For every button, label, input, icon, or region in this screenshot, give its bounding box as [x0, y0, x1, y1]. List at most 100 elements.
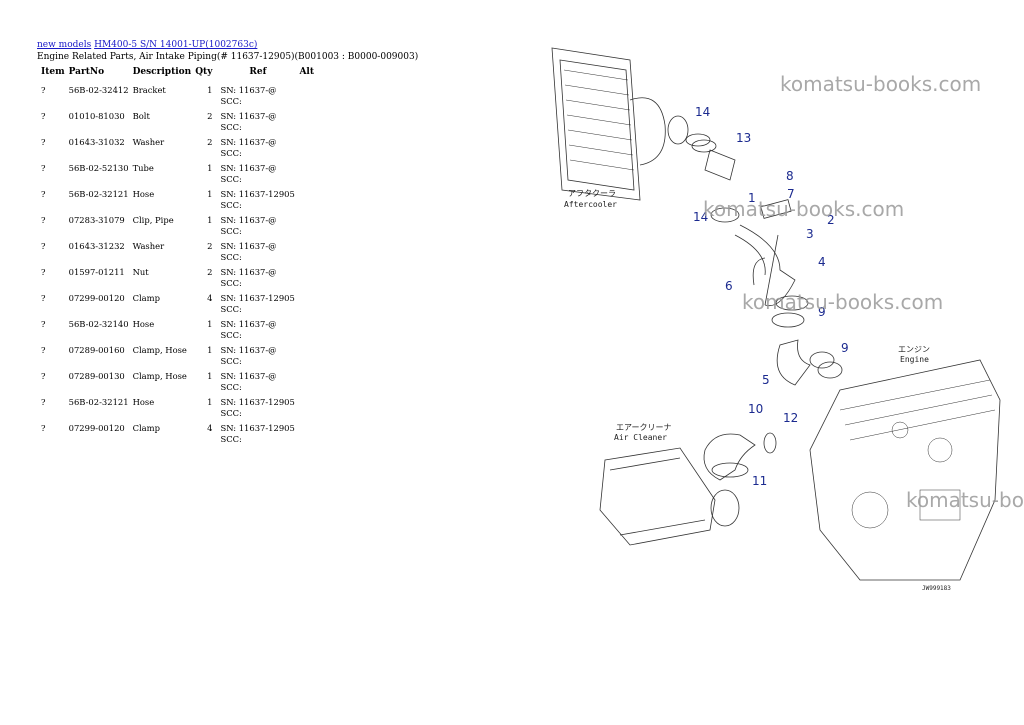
- parts-diagram: 14 13 8 7 1 2 14 3 4 6 9 9 5 10 12 11 アフ…: [540, 30, 1024, 605]
- callout-7: 7: [787, 187, 795, 201]
- callout-11: 11: [752, 474, 767, 488]
- cell-partno: 56B-02-52130: [68, 163, 129, 173]
- cell-qty: 2: [207, 241, 213, 251]
- cell-ref-scc: SCC:: [220, 147, 242, 158]
- cell-qty: 2: [207, 267, 213, 277]
- cell-item: ?: [41, 163, 46, 173]
- cell-alt: [297, 186, 331, 212]
- cell-ref: SN: 11637-@SCC:: [218, 342, 297, 368]
- cell-description: Hose: [132, 397, 155, 407]
- cell-alt: [297, 342, 331, 368]
- cell-description: Hose: [132, 189, 155, 199]
- header-qty: Qty: [195, 67, 213, 77]
- cell-description: Bolt: [132, 111, 150, 121]
- cell-partno: 56B-02-32140: [68, 319, 129, 329]
- cell-qty: 1: [207, 319, 213, 329]
- cell-qty: 2: [207, 137, 213, 147]
- cell-alt: [297, 160, 331, 186]
- cell-ref-scc: SCC:: [220, 121, 242, 132]
- parts-table: Item PartNo Description Qty Ref Alt ?56B…: [37, 66, 331, 446]
- cell-description: Nut: [132, 267, 149, 277]
- cell-partno: 01643-31032: [68, 137, 125, 147]
- label-engine: Engine: [900, 355, 929, 364]
- callout-9b: 9: [841, 341, 849, 355]
- cell-partno: 56B-02-32121: [68, 397, 129, 407]
- cell-ref-sn: SN: 11637-@: [220, 111, 277, 121]
- cell-item: ?: [41, 371, 46, 381]
- breadcrumb-link-model[interactable]: HM400-5 S/N 14001-UP(1002763c): [94, 40, 258, 50]
- cell-ref: SN: 11637-@SCC:: [218, 108, 297, 134]
- cell-ref-sn: SN: 11637-@: [220, 319, 277, 329]
- label-aircleaner-jp: エアークリーナ: [616, 423, 672, 432]
- header-ref: Ref: [249, 67, 267, 77]
- cell-alt: [297, 394, 331, 420]
- cell-partno: 07289-00160: [68, 345, 125, 355]
- cell-description: Clamp: [132, 293, 160, 303]
- cell-item: ?: [41, 85, 46, 95]
- cell-partno: 56B-02-32121: [68, 189, 129, 199]
- cell-qty: 1: [207, 189, 213, 199]
- cell-ref: SN: 11637-@SCC:: [218, 82, 297, 108]
- cell-ref: SN: 11637-@SCC:: [218, 212, 297, 238]
- callout-14a: 14: [695, 105, 710, 119]
- cell-alt: [297, 420, 331, 446]
- cell-ref-scc: SCC:: [220, 407, 242, 418]
- cell-partno: 01597-01211: [68, 267, 125, 277]
- breadcrumb-link-new-models[interactable]: new models: [37, 40, 92, 50]
- cell-description: Hose: [132, 319, 155, 329]
- cell-alt: [297, 108, 331, 134]
- cell-partno: 01010-81030: [68, 111, 125, 121]
- cell-partno: 56B-02-32412: [68, 85, 129, 95]
- cell-alt: [297, 134, 331, 160]
- cell-ref: SN: 11637-@SCC:: [218, 160, 297, 186]
- table-header-row: Item PartNo Description Qty Ref Alt: [37, 66, 331, 82]
- header-description: Description: [132, 67, 192, 77]
- cell-item: ?: [41, 267, 46, 277]
- cell-alt: [297, 264, 331, 290]
- cell-qty: 1: [207, 371, 213, 381]
- cell-ref-sn: SN: 11637-@: [220, 371, 277, 381]
- cell-ref-scc: SCC:: [220, 199, 242, 210]
- cell-item: ?: [41, 293, 46, 303]
- cell-qty: 1: [207, 163, 213, 173]
- callout-10: 10: [748, 402, 763, 416]
- cell-ref: SN: 11637-@SCC:: [218, 238, 297, 264]
- cell-description: Clip, Pipe: [132, 215, 174, 225]
- cell-alt: [297, 316, 331, 342]
- cell-item: ?: [41, 423, 46, 433]
- cell-ref-scc: SCC:: [220, 277, 242, 288]
- cell-description: Clamp: [132, 423, 160, 433]
- cell-ref-sn: SN: 11637-@: [220, 241, 277, 251]
- label-aftercooler: Aftercooler: [564, 200, 617, 209]
- cell-ref: SN: 11637-@SCC:: [218, 264, 297, 290]
- cell-partno: 01643-31232: [68, 241, 125, 251]
- drawing-code: JW999183: [922, 585, 951, 592]
- cell-ref: SN: 11637-@SCC:: [218, 316, 297, 342]
- table-row: ? 01597-01211 Nut 2 SN: 11637-@SCC:: [37, 264, 331, 290]
- callout-3: 3: [806, 227, 814, 241]
- cell-qty: 1: [207, 85, 213, 95]
- label-engine-jp: エンジン: [898, 345, 930, 354]
- cell-ref-sn: SN: 11637-12905: [220, 423, 295, 433]
- cell-item: ?: [41, 319, 46, 329]
- cell-ref-scc: SCC:: [220, 355, 242, 366]
- callout-14b: 14: [693, 210, 708, 224]
- cell-partno: 07289-00130: [68, 371, 125, 381]
- cell-qty: 1: [207, 345, 213, 355]
- cell-alt: [297, 238, 331, 264]
- cell-ref-sn: SN: 11637-12905: [220, 397, 295, 407]
- callout-13: 13: [736, 131, 751, 145]
- cell-ref: SN: 11637-@SCC:: [218, 134, 297, 160]
- cell-ref-sn: SN: 11637-12905: [220, 293, 295, 303]
- cell-ref-scc: SCC:: [220, 433, 242, 444]
